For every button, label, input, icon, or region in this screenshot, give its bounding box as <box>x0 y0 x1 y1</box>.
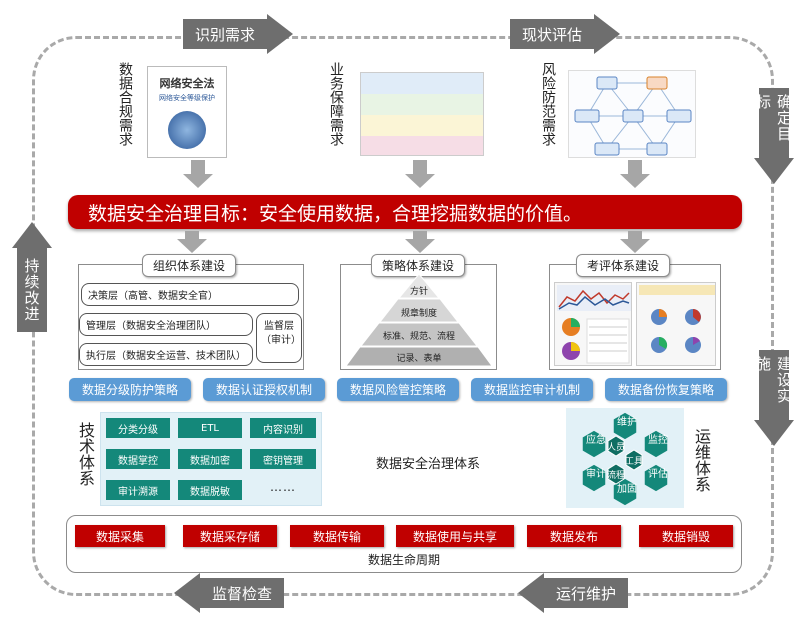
lifecycle-transmission: 数据传输 <box>290 525 384 547</box>
arrow-tip <box>174 573 200 613</box>
org-system-title: 组织体系建设 <box>142 254 237 277</box>
governance-system-label: 数据安全治理体系 <box>376 457 481 472</box>
arrow-tip <box>267 14 293 54</box>
book-title: 网络安全法 <box>159 77 215 90</box>
lifecycle-use-sharing: 数据使用与共享 <box>396 525 514 547</box>
pyramid-level-1: 方针 <box>409 287 428 297</box>
arrow-implementation: 建设实施 <box>754 350 794 446</box>
arrow-operation-maintenance: 运行维护 <box>518 573 628 613</box>
strategy-pyramid <box>346 273 492 367</box>
risk-network-diagram-image <box>568 70 696 158</box>
arrow-continuous-improvement: 持续改进 <box>12 222 52 332</box>
down-arrow-risk <box>620 160 650 188</box>
ops-ring-monitor: 监控 <box>648 435 668 446</box>
lifecycle-publishing: 数据发布 <box>527 525 621 547</box>
mechanism-monitoring-audit: 数据监控审计机制 <box>471 378 593 401</box>
pyramid-level-2: 规章制度 <box>400 309 437 319</box>
evaluation-dashboard-image-1 <box>554 282 632 366</box>
evaluation-system-title: 考评体系建设 <box>576 254 671 277</box>
arrow-label: 建设实施 <box>754 350 793 420</box>
tech-data-control: 数据掌控 <box>106 449 170 469</box>
down-arrow-compliance <box>183 160 213 188</box>
arrow-label: 持续改进 <box>17 248 47 332</box>
tech-data-encryption: 数据加密 <box>178 449 242 469</box>
arrow-label: 确定目标 <box>754 88 793 158</box>
ops-system-label: 运维体系 <box>692 428 711 492</box>
dashboard-pie-icon <box>639 285 715 353</box>
down-arrow-business <box>405 160 435 188</box>
down-arrow-strategy <box>405 231 435 253</box>
org-row-management: 管理层（数据安全治理团队） <box>79 313 253 336</box>
tech-audit-tracing: 审计溯源 <box>106 480 170 500</box>
arrow-status-assessment: 现状评估 <box>510 14 620 54</box>
down-arrow-org <box>177 231 207 253</box>
lifecycle-label: 数据生命周期 <box>367 553 440 567</box>
book-subtitle: 网络安全等级保护 <box>159 94 215 102</box>
ops-ring-evaluate: 评估 <box>648 469 668 480</box>
tech-etl: ETL <box>178 418 242 438</box>
evaluation-dashboard-image-2 <box>636 282 716 366</box>
arrow-label: 识别需求 <box>183 19 267 49</box>
pyramid-level-3: 标准、规范、流程 <box>382 332 455 342</box>
ops-ring-emergency: 应急 <box>586 435 606 446</box>
arrow-tip <box>754 158 794 184</box>
governance-goal-banner: 数据安全治理目标：安全使用数据，合理挖掘数据的价值。 <box>68 195 742 229</box>
mechanism-authentication: 数据认证授权机制 <box>203 378 325 401</box>
mechanism-risk-control: 数据风险管控策略 <box>337 378 459 401</box>
ops-ring-audit: 审计 <box>586 469 606 480</box>
arrow-tip <box>594 14 620 54</box>
ops-ring-harden: 加固 <box>617 484 637 495</box>
mechanism-grading-protection: 数据分级防护策略 <box>69 378 191 401</box>
tech-classification: 分类分级 <box>106 418 170 438</box>
arrow-identify-requirements: 识别需求 <box>183 14 293 54</box>
tech-more-ellipsis: …… <box>270 480 296 494</box>
risk-requirement-label: 风险防范需求 <box>540 62 556 146</box>
arrow-tip <box>754 420 794 446</box>
business-requirement-label: 业务保障需求 <box>328 62 344 146</box>
tech-key-management: 密钥管理 <box>250 449 316 469</box>
arrow-label: 监督检查 <box>200 578 284 608</box>
arrow-label: 现状评估 <box>510 19 594 49</box>
arrow-tip <box>518 573 544 613</box>
mechanism-backup-recovery: 数据备份恢复策略 <box>605 378 727 401</box>
ops-core-tools: 工具 <box>624 457 643 467</box>
pyramid-level-4: 记录、表单 <box>396 354 442 364</box>
dashboard-chart-icon <box>557 285 631 364</box>
compliance-requirement-label: 数据合规需求 <box>117 62 133 146</box>
network-graph-icon <box>574 76 692 156</box>
tech-system-label: 技术体系 <box>76 422 95 486</box>
ops-core-people: 人员 <box>606 443 625 453</box>
tech-content-recognition: 内容识别 <box>250 418 316 438</box>
arrow-tip <box>12 222 52 248</box>
ops-hexagon-diagram <box>581 411 669 507</box>
org-supervisor-box: 监督层（审计） <box>256 313 302 363</box>
org-row-decision: 决策层（高管、数据安全官） <box>81 283 299 306</box>
tech-data-masking: 数据脱敏 <box>178 480 242 500</box>
lifecycle-destruction: 数据销毁 <box>639 525 733 547</box>
lifecycle-storage: 数据采存储 <box>183 525 277 547</box>
ops-core-process: 流程 <box>606 471 625 481</box>
business-flow-diagram-image <box>360 72 484 156</box>
down-arrow-evaluation <box>620 231 650 253</box>
org-row-execution: 执行层（数据安全运营、技术团队） <box>79 343 253 366</box>
arrow-label: 运行维护 <box>544 578 628 608</box>
book-cover-emblem <box>168 111 206 149</box>
law-book-image: 网络安全法 网络安全等级保护 <box>147 66 227 158</box>
ops-ring-maintain: 维护 <box>617 417 637 428</box>
arrow-supervision: 监督检查 <box>174 573 284 613</box>
arrow-set-goals: 确定目标 <box>754 88 794 184</box>
lifecycle-collection: 数据采集 <box>75 525 165 547</box>
